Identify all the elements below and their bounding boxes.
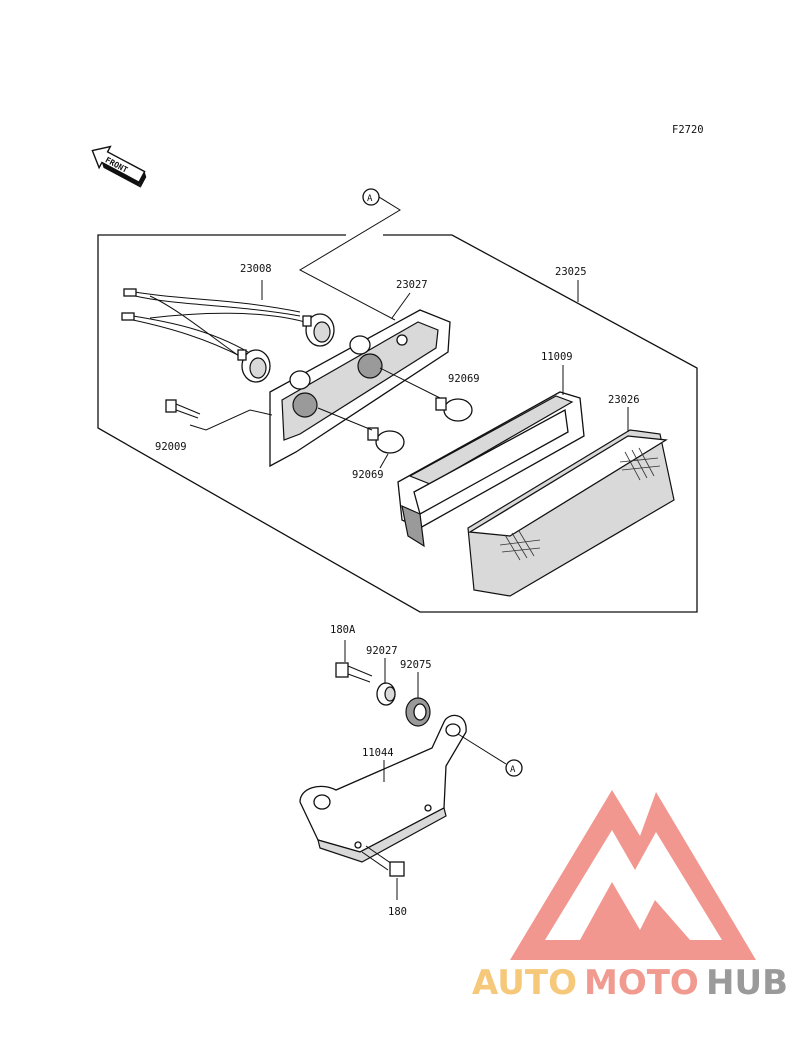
- socket-lower: [237, 349, 271, 383]
- label-23026: 23026: [608, 394, 640, 406]
- gasket-frame: [397, 391, 585, 548]
- leader-bulb-upper: [379, 367, 441, 399]
- bolt-180: [361, 845, 405, 877]
- socket-upper: [302, 313, 335, 347]
- ref-a-bottom-leader: [457, 733, 507, 765]
- leader-23027: [391, 292, 411, 319]
- screw-92009: [165, 399, 201, 419]
- label-180: 180: [388, 906, 407, 918]
- label-11044: 11044: [362, 747, 394, 759]
- ref-marker-a-top-label: A: [367, 194, 373, 204]
- ref-marker-a-bottom-label: A: [510, 765, 516, 775]
- label-180a: 180A: [330, 624, 356, 636]
- label-23025: 23025: [555, 266, 587, 278]
- label-92027: 92027: [366, 645, 398, 657]
- bolt-180a: [335, 662, 373, 683]
- leader-92069-lower: [379, 453, 389, 469]
- lamp-base: [269, 309, 451, 468]
- leader-92009: [189, 409, 273, 431]
- collar-92027: [376, 682, 396, 706]
- ref-a-leader: [298, 196, 401, 321]
- watermark-text-auto: AUTO: [472, 963, 577, 1003]
- wire-harness: [121, 288, 335, 383]
- label-92069-lower: 92069: [352, 469, 384, 481]
- watermark-logo: [510, 790, 756, 960]
- ref-marker-a-top: A: [362, 188, 380, 206]
- label-92009: 92009: [155, 441, 187, 453]
- label-23027: 23027: [396, 279, 428, 291]
- ref-marker-a-bottom: A: [505, 759, 523, 777]
- label-92075: 92075: [400, 659, 432, 671]
- bracket-11044: [299, 714, 467, 863]
- label-92069-upper: 92069: [448, 373, 480, 385]
- bulb-upper: [435, 397, 473, 422]
- watermark-text-hub: HUB: [706, 963, 788, 1003]
- bulb-lower: [367, 427, 405, 454]
- figure-code: F2720: [672, 124, 704, 136]
- leader-bulb-lower: [317, 407, 373, 431]
- watermark-text-moto: MOTO: [584, 963, 699, 1003]
- lamp-lens: [467, 429, 675, 597]
- label-11009: 11009: [541, 351, 573, 363]
- assembly-outline: [97, 234, 698, 613]
- grommet-92075: [405, 697, 431, 727]
- label-23008: 23008: [240, 263, 272, 275]
- front-arrow-icon: FRONT: [91, 145, 147, 188]
